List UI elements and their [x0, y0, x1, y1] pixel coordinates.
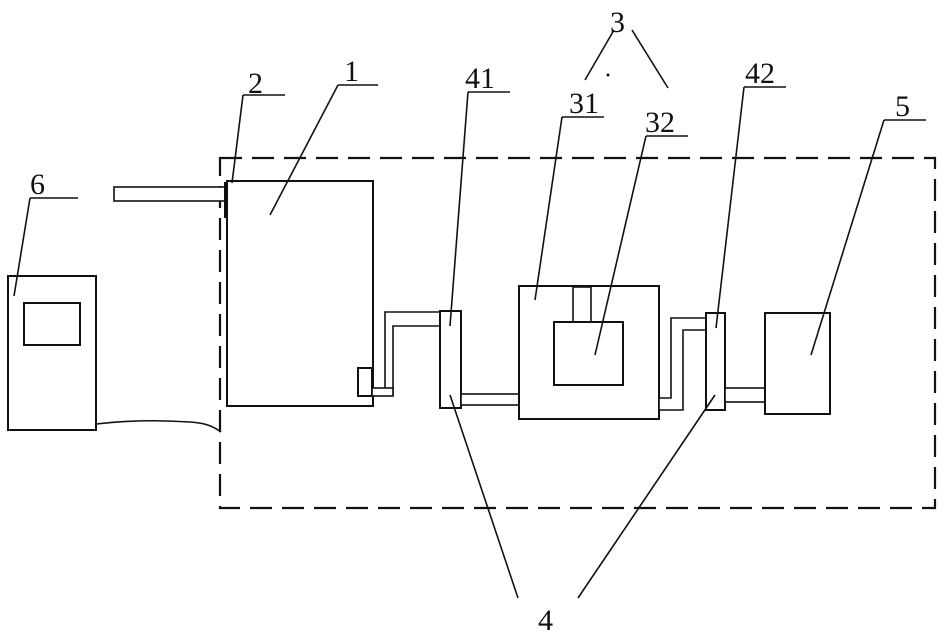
dashed-enclosure [218, 156, 937, 510]
label-4: 4 [538, 604, 553, 637]
label-2: 2 [248, 67, 263, 100]
dot-mark [606, 73, 610, 77]
pipe-42-to-5 [724, 387, 766, 403]
label-42: 42 [745, 57, 775, 90]
pump-42 [705, 312, 726, 411]
leader-lines [13, 29, 926, 599]
leader-2 [231, 94, 244, 184]
label-5: 5 [895, 90, 910, 123]
label-41: 41 [465, 62, 495, 95]
leader-1 [269, 84, 339, 216]
leader-4-left [449, 394, 519, 599]
label-32: 32 [645, 106, 675, 139]
tank-outlet-valve [357, 367, 373, 397]
label-31: 31 [569, 87, 599, 120]
pipe-41-to-31 [460, 393, 520, 406]
inlet-pipe [113, 186, 227, 202]
leader-4-right [577, 394, 716, 599]
leader-5 [810, 119, 885, 356]
leader-3-right [631, 29, 669, 89]
leader-42 [715, 86, 745, 329]
label-3: 3 [610, 6, 625, 39]
pipe-tank-elbow [371, 387, 394, 397]
tank-1 [226, 180, 374, 407]
controller-unit-6 [7, 275, 97, 431]
controller-cable [95, 419, 222, 433]
label-1: 1 [344, 55, 359, 88]
leader-41 [449, 91, 469, 327]
leader-31 [534, 116, 563, 301]
leader-3-left [584, 29, 615, 81]
pipe-tank-to-41 [372, 311, 441, 396]
label-6: 6 [30, 168, 45, 201]
leader-32 [594, 135, 647, 356]
chamber-connector [572, 286, 592, 324]
inner-unit-32 [553, 321, 624, 386]
pipe-31-to-42 [658, 317, 707, 411]
leader-6 [13, 197, 31, 297]
controller-body [7, 275, 97, 431]
collector-5 [764, 312, 831, 415]
controller-screen [23, 302, 81, 346]
